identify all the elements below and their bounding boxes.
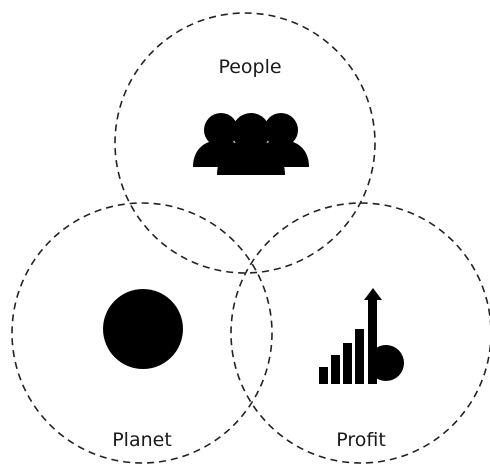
planet-label: Planet <box>112 429 172 451</box>
people-label: People <box>218 56 281 78</box>
people-group-icon <box>193 113 309 175</box>
planet-circle <box>11 202 273 464</box>
profit-circle <box>230 202 490 464</box>
profit-label: Profit <box>336 429 386 451</box>
planet-icon <box>103 289 183 369</box>
rising-bar-chart-coin-icon <box>319 288 404 384</box>
